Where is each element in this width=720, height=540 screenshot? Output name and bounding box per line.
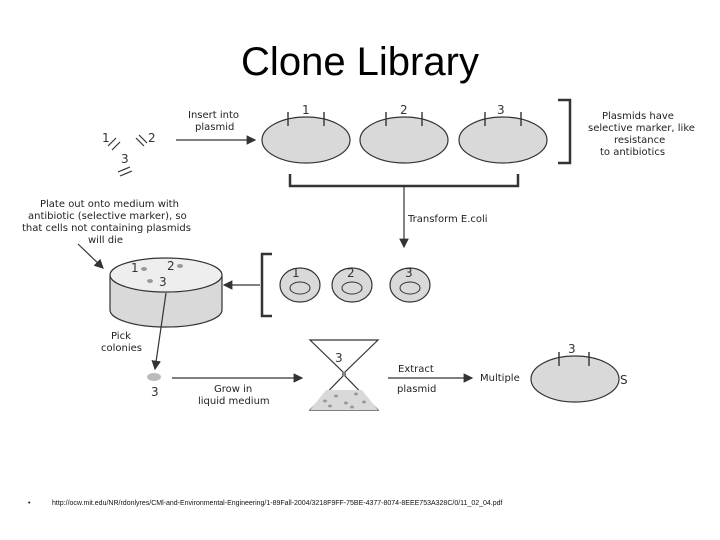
extract-label-line2: plasmid <box>397 384 436 395</box>
dna-fragments: 1 2 3 <box>102 131 156 177</box>
bacterium-2-label: 2 <box>347 266 355 280</box>
plasmids-label-line2: selective marker, like <box>588 123 695 134</box>
pick-label-line1: Pick <box>111 331 131 342</box>
page-title: Clone Library <box>241 40 479 84</box>
source-footer: • http://ocw.mit.edu/NR/rdonlyres/CMl-and… <box>28 500 708 507</box>
bacterium-1: 1 <box>279 266 321 303</box>
plasmid-1: 1 <box>261 103 351 164</box>
fragment-label-3: 3 <box>121 152 129 166</box>
bacterium-2: 2 <box>331 266 373 303</box>
petri-dish: 1 2 3 <box>109 257 223 328</box>
fragment-label-2: 2 <box>148 131 156 145</box>
flask-label: 3 <box>335 351 343 365</box>
grow-label-line1: Grow in <box>214 384 252 395</box>
dish-colony-label-2: 2 <box>167 259 175 273</box>
dish-colony-label-3: 3 <box>159 275 167 289</box>
pick-arrow <box>151 292 167 371</box>
bacterium-3: 3 <box>389 266 431 303</box>
transform-label: Transform E.coli <box>407 214 488 225</box>
bacterium-3-label: 3 <box>405 266 413 280</box>
plasmids-label-line4: to antibiotics <box>600 147 665 158</box>
final-plasmid: 3 <box>530 342 620 403</box>
dish-colony-label-1: 1 <box>131 261 139 275</box>
picked-colony <box>147 373 161 381</box>
plasmids-label-line1: Plasmids have <box>602 111 674 122</box>
plasmid-3-label: 3 <box>497 103 505 117</box>
plate-label-line3: that cells not containing plasmids <box>22 223 191 234</box>
plate-label-line2: antibiotic (selective marker), so <box>28 211 187 222</box>
plasmids-label-line3: resistance <box>614 135 665 146</box>
plasmids-bracket <box>558 98 572 165</box>
plasmid-2: 2 <box>359 103 449 164</box>
insert-label-line2: plasmid <box>195 122 234 133</box>
plate-label-line1: Plate out onto medium with <box>40 199 179 210</box>
plasmids-bottom-bracket <box>288 174 520 188</box>
bacteria-bracket <box>260 252 272 318</box>
pick-label-line2: colonies <box>101 343 142 354</box>
grow-label-line2: liquid medium <box>198 396 270 407</box>
footer-bullet: • <box>28 500 31 507</box>
plasmid-1-label: 1 <box>302 103 310 117</box>
flask: 3 <box>308 339 380 411</box>
plasmid-2-label: 2 <box>400 103 408 117</box>
picked-colony-label: 3 <box>151 385 159 399</box>
final-plasmid-label: 3 <box>568 342 576 356</box>
bacterium-1-label: 1 <box>292 266 300 280</box>
s-label: S <box>620 373 628 387</box>
extract-label-line1: Extract <box>398 364 434 375</box>
plate-label-line4: will die <box>88 235 123 246</box>
insert-label-line1: Insert into <box>188 110 239 121</box>
footer-url[interactable]: http://ocw.mit.edu/NR/rdonlyres/CMl-and-… <box>52 500 503 507</box>
plate-arrow <box>77 243 104 269</box>
multiple-label: Multiple <box>480 373 520 384</box>
plasmid-3: 3 <box>458 103 548 164</box>
fragment-label-1: 1 <box>102 131 110 145</box>
